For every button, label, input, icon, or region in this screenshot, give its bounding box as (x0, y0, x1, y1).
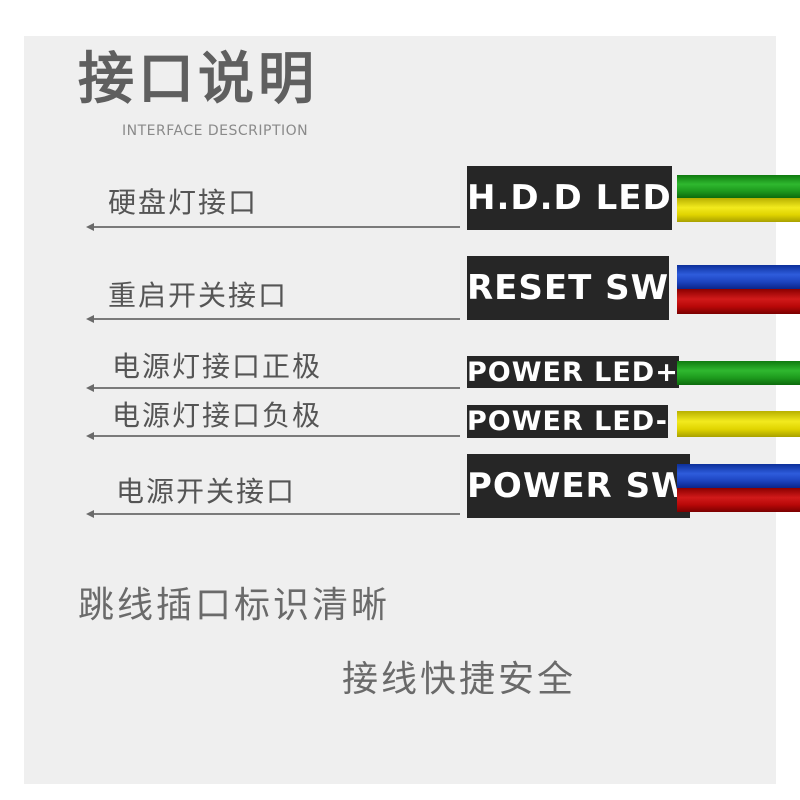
wire-green (677, 361, 800, 385)
row-underline (94, 387, 460, 389)
wire-red (677, 289, 800, 314)
row-underline (94, 318, 460, 320)
page-subtitle: INTERFACE DESCRIPTION (122, 123, 309, 139)
connector-tag-hdd-led: H.D.D LED (467, 166, 672, 230)
row-label-power-led-minus: 电源灯接口负极 (112, 399, 323, 432)
arrow-left-icon (86, 384, 94, 392)
arrow-left-icon (86, 223, 94, 231)
arrow-left-icon (86, 510, 94, 518)
row-label-power-sw: 电源开关接口 (116, 475, 297, 508)
arrow-left-icon (86, 315, 94, 323)
connector-tag-power-led-minus: POWER LED- (467, 405, 668, 438)
wire-green (677, 175, 800, 198)
row-underline (94, 513, 460, 515)
wire-blue (677, 265, 800, 289)
wire-red (677, 488, 800, 512)
row-label-reset-sw: 重启开关接口 (108, 279, 289, 312)
wire-yellow (677, 198, 800, 222)
row-label-power-led-plus: 电源灯接口正极 (112, 350, 323, 383)
wire-blue (677, 464, 800, 488)
row-underline (94, 226, 460, 228)
row-label-hdd-led: 硬盘灯接口 (108, 186, 259, 219)
wire-yellow (677, 411, 800, 437)
feature-text-quick-safe: 接线快捷安全 (342, 659, 577, 700)
connector-tag-reset-sw: RESET SW (467, 256, 670, 320)
feature-text-clear-labels: 跳线插口标识清晰 (78, 585, 391, 626)
page-title: 接口说明 (78, 47, 318, 112)
row-underline (94, 435, 460, 437)
arrow-left-icon (86, 432, 94, 440)
connector-tag-power-sw: POWER SW (467, 454, 690, 518)
connector-tag-power-led-plus: POWER LED+ (467, 356, 679, 388)
